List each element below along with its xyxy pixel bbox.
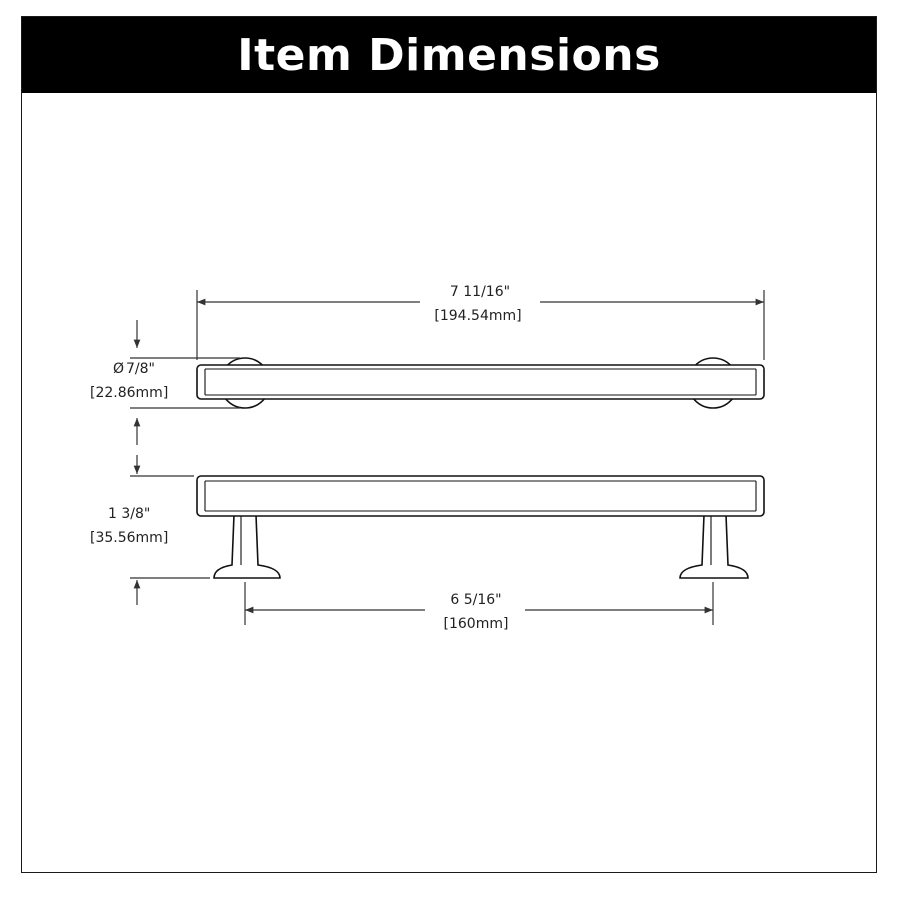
overall-length-metric: [194.54mm]: [434, 308, 521, 324]
center-to-center-imperial: 6 5/16": [450, 592, 501, 608]
right-post-side: [679, 514, 749, 579]
projection-metric: [35.56mm]: [90, 530, 168, 546]
handle-bar-top: [196, 364, 765, 400]
center-to-center-metric: [160mm]: [444, 616, 509, 632]
center-to-center-dimension: 6 5/16" [160mm]: [244, 582, 714, 632]
diameter-metric: [22.86mm]: [90, 385, 168, 401]
diagram-frame: Item Dimensions: [21, 16, 877, 873]
title-bar: Item Dimensions: [22, 17, 876, 93]
projection-imperial: 1 3/8": [108, 506, 150, 522]
diameter-symbol: Ø: [113, 361, 124, 377]
overall-length-imperial: 7 11/16": [450, 284, 510, 300]
diameter-imperial: 7/8": [126, 361, 155, 377]
side-view: [196, 475, 765, 579]
left-post-side: [213, 514, 281, 579]
overall-length-dimension: 7 11/16" [194.54mm]: [196, 284, 765, 360]
projection-dimension: 1 3/8" [35.56mm]: [90, 455, 210, 605]
page-title: Item Dimensions: [237, 29, 661, 81]
diameter-dimension: Ø 7/8" [22.86mm]: [90, 320, 240, 445]
top-view: [196, 357, 765, 409]
handle-bar-side: [196, 475, 765, 517]
